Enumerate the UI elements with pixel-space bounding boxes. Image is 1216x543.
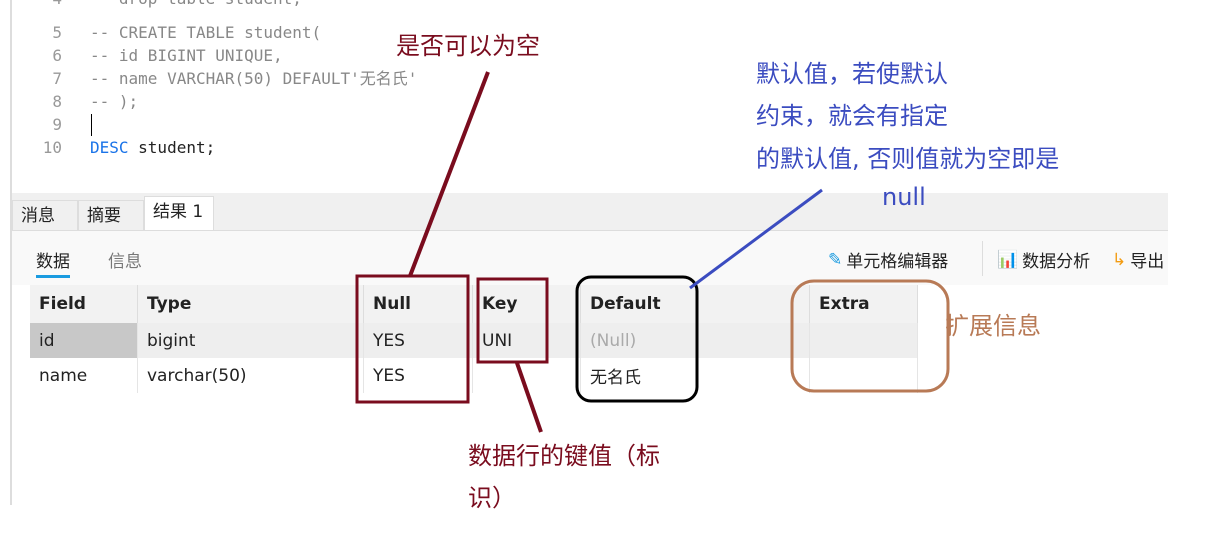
code-line: 6-- id BIGINT UNIQUE, (52, 46, 283, 65)
annotation-key: 识） (468, 484, 516, 512)
annotation-default: null (882, 183, 926, 211)
export-button[interactable]: ↳导出 (1112, 249, 1165, 273)
code-line: 9 (52, 115, 62, 134)
annotation-null: 是否可以为空 (396, 32, 540, 60)
cell[interactable]: YES (363, 323, 473, 358)
subtab-data[interactable]: 数据 (36, 247, 70, 278)
result-tabbar: 消息 摘要 结果 1 (12, 193, 1168, 231)
cell[interactable] (809, 323, 918, 358)
cell[interactable]: YES (363, 358, 473, 393)
annotation-default: 约束，就会有指定 (756, 102, 948, 130)
subtab-info[interactable]: 信息 (108, 252, 142, 272)
line-gutter (12, 0, 64, 193)
null-box (355, 274, 470, 404)
code-line: 7-- name VARCHAR(50) DEFAULT'无名氏' (52, 69, 418, 88)
code-line: 8-- ); (52, 92, 139, 111)
col-header[interactable]: Extra (809, 285, 918, 323)
navicat-query-window: 4-- drop table student; 5-- CREATE TABLE… (10, 0, 1170, 505)
default-arrow (689, 188, 823, 290)
result-grid: Field Type Null Key Default Extra id big… (30, 285, 918, 393)
key-box (476, 277, 549, 364)
annotation-key: 数据行的键值（标 (468, 442, 660, 470)
sql-editor[interactable]: 4-- drop table student; 5-- CREATE TABLE… (12, 0, 1168, 193)
code-line: 5-- CREATE TABLE student( (52, 23, 322, 42)
col-header[interactable]: Null (363, 285, 473, 323)
key-arrow (515, 362, 543, 433)
tab-summary[interactable]: 摘要 (78, 200, 144, 230)
data-analysis-button[interactable]: 📊数据分析 (997, 249, 1091, 273)
cell[interactable]: (Null) (580, 323, 810, 358)
tab-messages[interactable]: 消息 (12, 200, 78, 230)
tab-result-1[interactable]: 结果 1 (144, 196, 214, 230)
divider (982, 241, 983, 276)
text-cursor (91, 114, 92, 136)
col-header[interactable]: Field (30, 285, 138, 323)
default-box (575, 275, 699, 403)
annotation-extra: 扩展信息 (945, 312, 1041, 340)
annotation-default: 的默认值, 否则值就为空即是 (756, 145, 1060, 173)
cell[interactable]: UNI (472, 323, 581, 358)
chart-search-icon: 📊 (997, 249, 1019, 270)
extra-box (790, 279, 950, 393)
pencil-icon: ✎ (828, 249, 843, 270)
code-line: 4-- drop table student; (12, 0, 302, 10)
cell-editor-button[interactable]: ✎单元格编辑器 (828, 249, 949, 273)
cell[interactable]: bigint (137, 323, 364, 358)
header-row: Field Type Null Key Default Extra (30, 285, 918, 323)
cell[interactable]: id (30, 323, 138, 358)
cell[interactable]: name (30, 358, 138, 393)
col-header[interactable]: Default (580, 285, 810, 323)
table-row[interactable]: id bigint YES UNI (Null) (30, 323, 918, 358)
export-icon: ↳ (1112, 249, 1127, 270)
null-arrow (408, 71, 490, 277)
cell[interactable]: 无名氏 (580, 358, 810, 393)
col-header[interactable]: Type (137, 285, 364, 323)
cell[interactable]: varchar(50) (137, 358, 364, 393)
annotation-default: 默认值，若使默认 (756, 60, 948, 88)
cell[interactable] (809, 358, 918, 393)
col-header[interactable]: Key (472, 285, 581, 323)
table-row[interactable]: name varchar(50) YES 无名氏 (30, 358, 918, 393)
